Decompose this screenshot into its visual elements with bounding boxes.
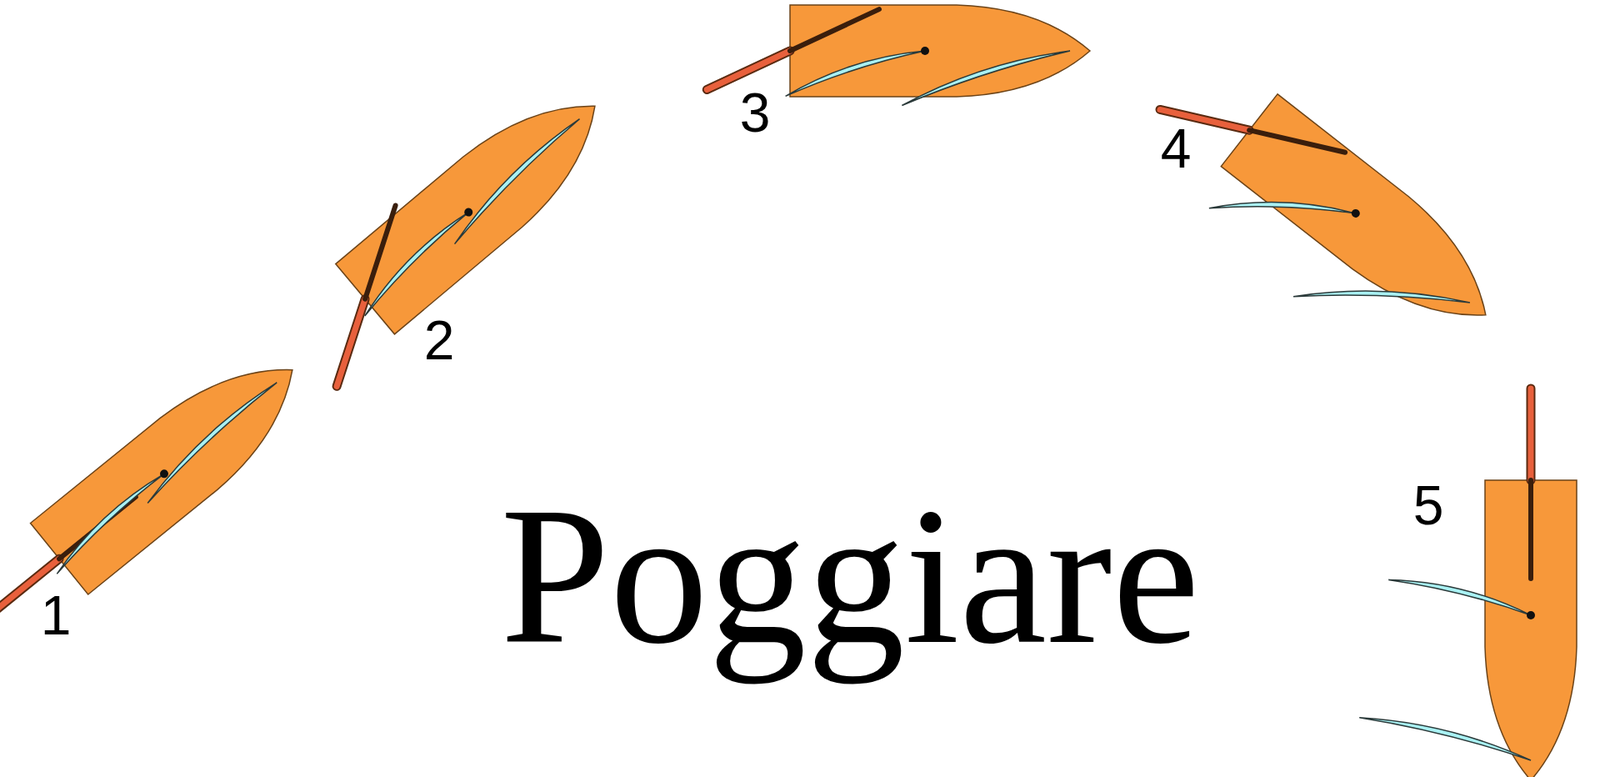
sailboat (1359, 388, 1577, 777)
hull (30, 334, 322, 595)
jib-sail (137, 380, 285, 504)
title: Poggiare (500, 477, 1200, 675)
mast (158, 467, 170, 480)
hull (335, 70, 625, 335)
jib-sail (1359, 717, 1531, 760)
hull (1220, 94, 1514, 351)
rudder-tiller (336, 205, 395, 386)
main-sail (354, 210, 477, 316)
rudder-tiller (706, 9, 880, 90)
hull (1485, 480, 1577, 777)
callout-number: 2 (424, 312, 455, 368)
callout-number: 4 (1160, 120, 1192, 176)
main-sail (1209, 140, 1356, 281)
callout-number: 3 (740, 85, 771, 140)
main-sail (785, 50, 925, 96)
sailboat (0, 334, 321, 652)
jib-sail (901, 50, 1070, 106)
mast (1350, 207, 1362, 220)
mast (462, 206, 475, 219)
hull (790, 5, 1090, 97)
mast (920, 46, 930, 55)
sailboat (271, 65, 626, 386)
rudder-tiller (1530, 388, 1532, 579)
jib-sail (443, 117, 590, 245)
mast (1526, 610, 1535, 620)
main-sail (1388, 579, 1531, 615)
callout-number: 5 (1413, 477, 1445, 533)
main-sail (48, 470, 171, 575)
sailboat (1120, 42, 1515, 397)
jib-sail (1293, 214, 1470, 385)
callout-number: 1 (40, 587, 72, 643)
